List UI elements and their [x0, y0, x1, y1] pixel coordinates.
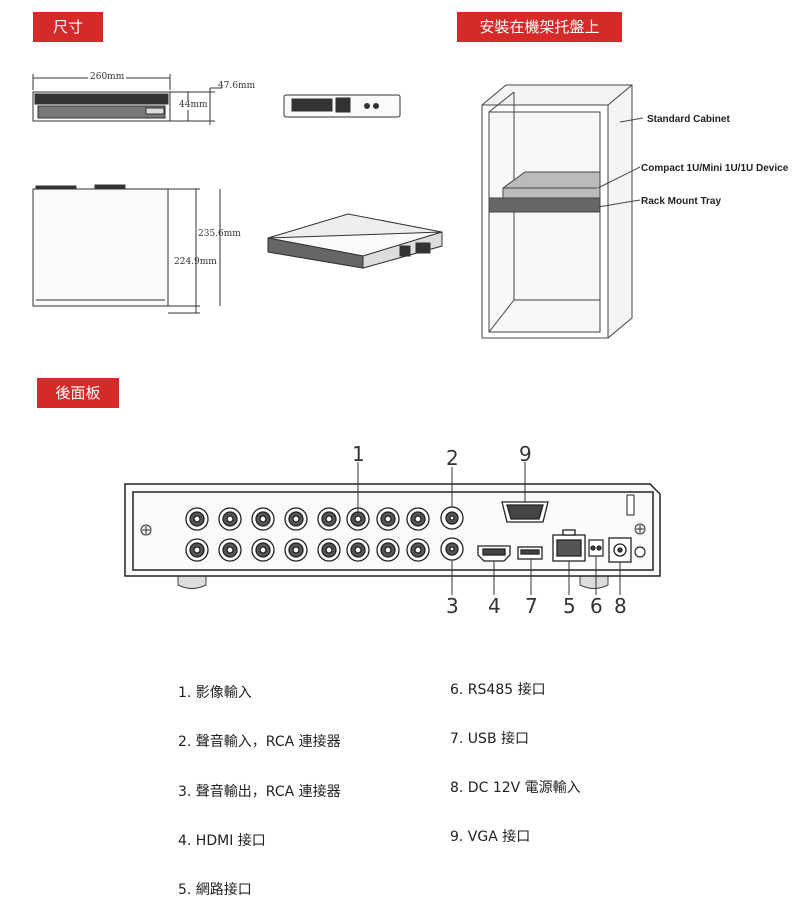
- panel-switch: [626, 494, 635, 516]
- width-dimension-label: 260mm: [88, 72, 127, 82]
- dimensions-section-tag: 尺寸: [33, 12, 103, 42]
- legend-item-hdmi: 4. HDMI 接口: [178, 833, 266, 849]
- legend-item-vga: 9. VGA 接口: [450, 829, 531, 845]
- legend-item-audio-output: 3. 聲音輸出，RCA 連接器: [178, 784, 341, 800]
- legend-item-rs485: 6. RS485 接口: [450, 682, 546, 698]
- network-port: [552, 529, 586, 562]
- standard-cabinet-label: Standard Cabinet: [647, 114, 730, 125]
- audio-in-connector: [440, 506, 464, 530]
- audio-out-connector: [440, 537, 464, 561]
- rs485-port: [588, 539, 604, 557]
- depth-inner-dimension-label: 224.9mm: [174, 257, 217, 267]
- rack-section-tag: 安裝在機架托盤上: [457, 12, 622, 42]
- panel-screws: [140, 523, 646, 536]
- device-feet: [177, 575, 609, 589]
- legend-item-dc-power: 8. DC 12V 電源輸入: [450, 780, 581, 796]
- perspective-view-drawing: [267, 213, 443, 269]
- top-view-drawing: [32, 184, 221, 314]
- callout-4: 4: [488, 594, 501, 618]
- ground-terminal: [634, 546, 646, 558]
- callout-1: 1: [352, 442, 365, 466]
- callout-8: 8: [614, 594, 627, 618]
- callout-2: 2: [446, 446, 459, 470]
- callout-6: 6: [590, 594, 603, 618]
- vga-port: [501, 501, 549, 523]
- legend-item-video-input: 1. 影像輸入: [178, 685, 252, 701]
- callout-5: 5: [563, 594, 576, 618]
- front-view-drawing: [32, 74, 222, 125]
- depth-outer-dimension-label: 235.6mm: [198, 229, 241, 239]
- legend-item-network: 5. 網路接口: [178, 882, 252, 898]
- rear-panel-section-tag: 後面板: [37, 378, 119, 408]
- legend-item-audio-input: 2. 聲音輸入，RCA 連接器: [178, 734, 341, 750]
- rack-mount-tray-label: Rack Mount Tray: [641, 196, 721, 207]
- usb-port: [517, 546, 543, 560]
- rear-view-drawing: [283, 94, 401, 118]
- rear-panel-chassis: [124, 483, 661, 577]
- depth-top-dimension-label: 47.6mm: [218, 81, 256, 91]
- callout-9: 9: [519, 442, 532, 466]
- callout-leader-lines: [357, 462, 621, 595]
- dc-power-input: [608, 537, 632, 563]
- callout-7: 7: [525, 594, 538, 618]
- video-input-bnc-top-row: [185, 507, 430, 531]
- callout-3: 3: [446, 594, 459, 618]
- compact-device-label: Compact 1U/Mini 1U/1U Device: [641, 163, 789, 174]
- video-input-bnc-bottom-row: [185, 538, 430, 562]
- height-dimension-label: 44mm: [179, 100, 208, 110]
- legend-item-usb: 7. USB 接口: [450, 731, 529, 747]
- hdmi-port: [477, 545, 511, 562]
